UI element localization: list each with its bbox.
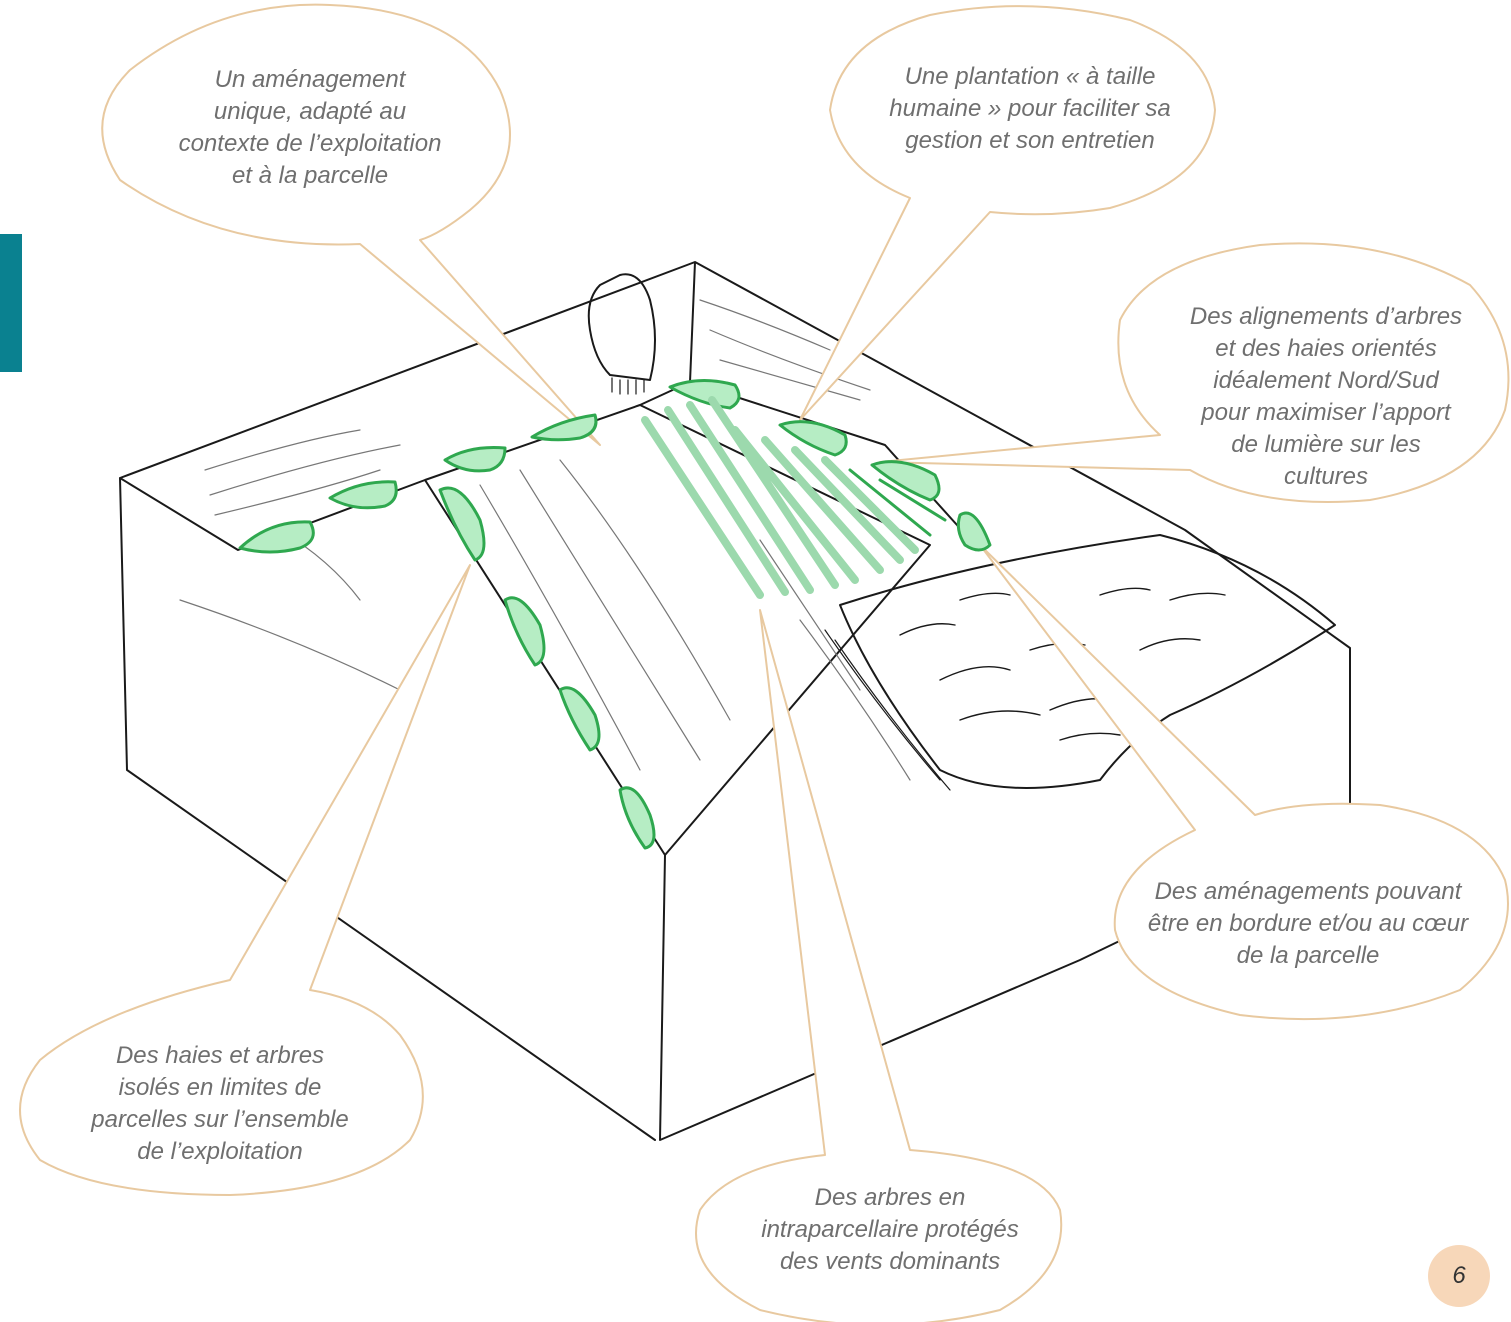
hedge <box>780 422 846 455</box>
callout-taille-humaine: Une plantation « à taille humaine » pour… <box>850 61 1210 157</box>
hedge <box>958 513 990 550</box>
hedge <box>330 482 396 508</box>
callout-alignements: Des alignements d’arbres et des haies or… <box>1150 301 1502 493</box>
hedge <box>620 788 654 848</box>
hedge <box>440 488 484 560</box>
page-number-badge: 6 <box>1428 1245 1490 1307</box>
hedge <box>670 380 739 408</box>
hedge <box>560 688 599 750</box>
page-number: 6 <box>1452 1262 1465 1290</box>
hedge <box>445 448 505 471</box>
wooded-patch-edge <box>825 630 950 790</box>
callout-amenagement-unique: Un aménagement unique, adapté au context… <box>140 64 480 192</box>
callout-intraparcellaire: Des arbres en intraparcellaire protégés … <box>710 1182 1070 1278</box>
side-tab <box>0 234 22 372</box>
callout-bordure-coeur: Des aménagements pouvant être en bordure… <box>1110 876 1506 972</box>
hedge <box>505 598 544 665</box>
callout-haies-limites: Des haies et arbres isolés en limites de… <box>50 1040 390 1168</box>
hedge <box>240 522 313 552</box>
hedge <box>532 415 596 440</box>
